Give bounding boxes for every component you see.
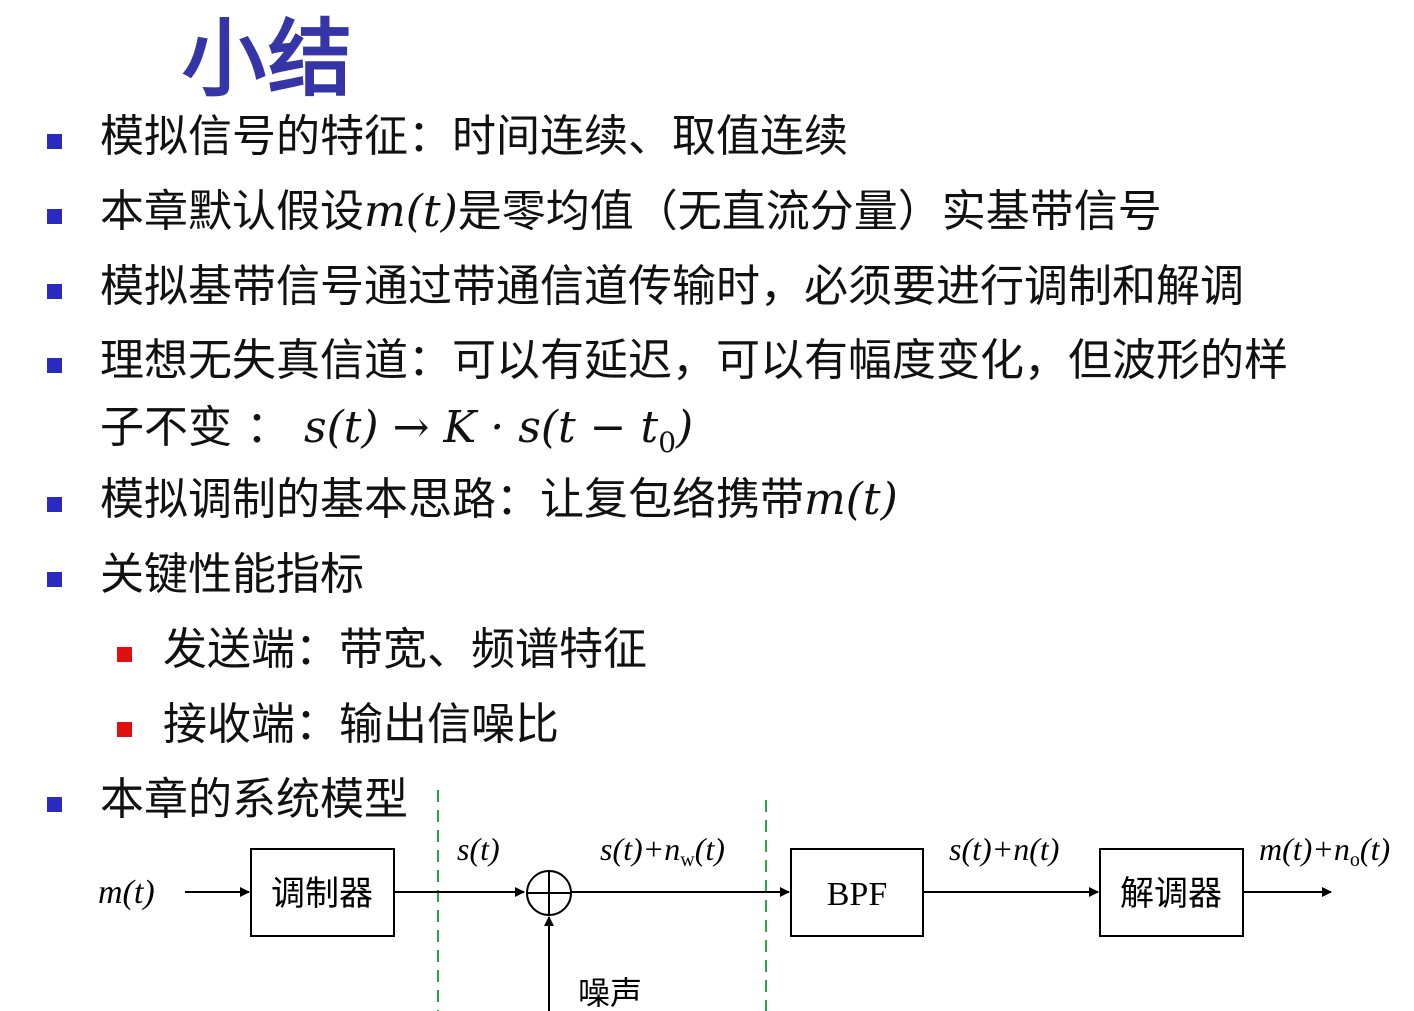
- label-part: (t): [695, 831, 725, 867]
- bullet-text: 模拟调制的基本思路：让复包络携带m(t): [100, 478, 898, 522]
- output-label: m(t)+no(t): [1259, 831, 1390, 871]
- subbullet-text: 接收端：输出信噪比: [163, 699, 559, 750]
- bpf-label: BPF: [827, 876, 888, 913]
- signal-label: s(t): [457, 831, 500, 867]
- bullet-text: 模拟基带信号通过带通信道传输时，必须要进行调制和解调: [100, 261, 1244, 312]
- bullet-icon: [47, 134, 62, 149]
- bullet-icon: [47, 797, 62, 812]
- text: 模拟调制的基本思路：让复包络携带: [100, 474, 804, 525]
- bullet-text: 关键性能指标: [100, 549, 364, 600]
- bullet-text: 模拟信号的特征：时间连续、取值连续: [100, 111, 848, 162]
- noise-label: 噪声: [578, 975, 642, 1011]
- formula-part: ): [676, 402, 694, 453]
- bullet-continuation: 子不变 ： s(t) → K · s(t − t0): [100, 406, 693, 457]
- label-sub: o: [1350, 849, 1360, 871]
- text: 子不变 ：: [100, 402, 290, 453]
- bullet-icon: [47, 284, 62, 299]
- modulator-label: 调制器: [271, 876, 373, 913]
- formula-sub: 0: [658, 425, 677, 459]
- slide-title: 小结: [182, 9, 355, 108]
- label-part: s(t)+n: [600, 831, 680, 867]
- text: 本章默认假设: [100, 186, 364, 237]
- label-part: m(t)+n: [1259, 831, 1350, 867]
- label-sub: w: [680, 849, 695, 871]
- channel-output-label: s(t)+nw(t): [600, 831, 725, 871]
- math: m(t): [804, 474, 898, 525]
- bullet-icon: [47, 497, 62, 512]
- subbullet-text: 发送端：带宽、频谱特征: [163, 624, 647, 675]
- formula: s(t) → K · s(t − t0): [304, 402, 694, 457]
- bullet-text: 本章默认假设m(t)是零均值（无直流分量）实基带信号: [100, 190, 1162, 234]
- bullet-text: 理想无失真信道：可以有延迟，可以有幅度变化，但波形的样: [100, 335, 1288, 386]
- demodulator-label: 解调器: [1120, 875, 1222, 913]
- bpf-output-label: s(t)+n(t): [949, 831, 1059, 867]
- formula-part: s(t) → K · s(t − t: [304, 402, 659, 453]
- bullet-icon: [47, 209, 62, 224]
- input-label: m(t): [98, 874, 155, 911]
- subbullet-icon: [117, 647, 132, 662]
- subbullet-icon: [117, 722, 132, 737]
- bullet-icon: [47, 358, 62, 373]
- bullet-text: 本章的系统模型: [100, 774, 408, 825]
- math: m(t): [364, 186, 458, 237]
- label-part: (t): [1360, 831, 1390, 867]
- text: 是零均值（无直流分量）实基带信号: [457, 186, 1162, 237]
- bullet-icon: [47, 572, 62, 587]
